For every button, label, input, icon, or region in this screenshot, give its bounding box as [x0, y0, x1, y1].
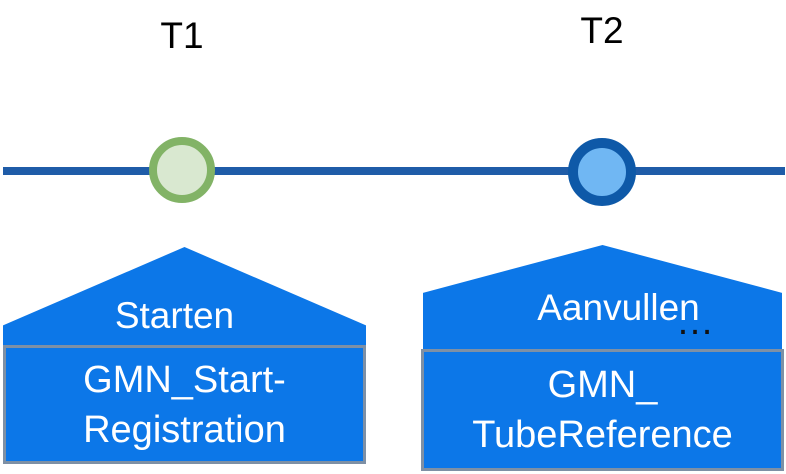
milestone-t1-marker-circle [149, 137, 215, 203]
house-callout-aanvullen: Aanvullen [423, 245, 782, 349]
message-box-line: Registration [83, 408, 286, 451]
house-label-aanvullen: Aanvullen [537, 287, 700, 328]
timeline-line [3, 167, 785, 175]
message-box-line: GMN_ [547, 364, 658, 406]
message-box-line: GMN_Start- [83, 358, 286, 401]
house-callout-starten: Starten [3, 247, 366, 345]
milestone-t2-marker-circle [568, 138, 636, 206]
message-box-line: TubeReference [472, 414, 733, 456]
milestone-t1-time-label: T1 [160, 15, 204, 56]
message-box-gmn-tubereference: GMN_ TubeReference [421, 349, 784, 471]
house-label-starten: Starten [114, 295, 235, 336]
message-box-gmn-startregistration: GMN_Start- Registration [3, 345, 366, 464]
ellipsis-text: … [676, 301, 717, 343]
milestone-t2-time-label: T2 [580, 10, 624, 51]
